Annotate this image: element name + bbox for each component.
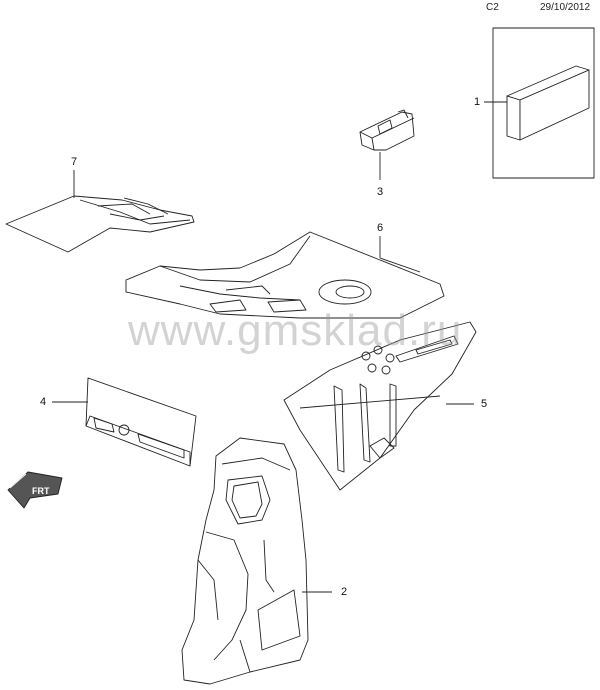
callout-5: 5 — [481, 398, 488, 410]
part-1-block — [484, 27, 595, 179]
watermark-text: www.gmsklad.ru — [128, 306, 463, 355]
front-marker-label: FRT — [32, 486, 50, 496]
part-3-clip — [359, 109, 415, 180]
callout-2: 2 — [341, 586, 348, 598]
part-7-pad — [5, 170, 195, 253]
callout-3: 3 — [377, 186, 384, 198]
callout-6: 6 — [377, 222, 384, 234]
callout-4: 4 — [40, 396, 47, 408]
part-6-floor-panel — [125, 231, 445, 319]
part-5-ribbed-panel — [283, 321, 477, 491]
diagram-date: 29/10/2012 — [540, 2, 591, 13]
callout-7: 7 — [71, 156, 78, 168]
front-direction-icon — [7, 471, 63, 509]
diagram-code: C2 — [486, 2, 499, 13]
callout-1: 1 — [474, 96, 481, 108]
part-2-side-trim — [181, 437, 332, 685]
part-4-sheet — [52, 377, 197, 467]
